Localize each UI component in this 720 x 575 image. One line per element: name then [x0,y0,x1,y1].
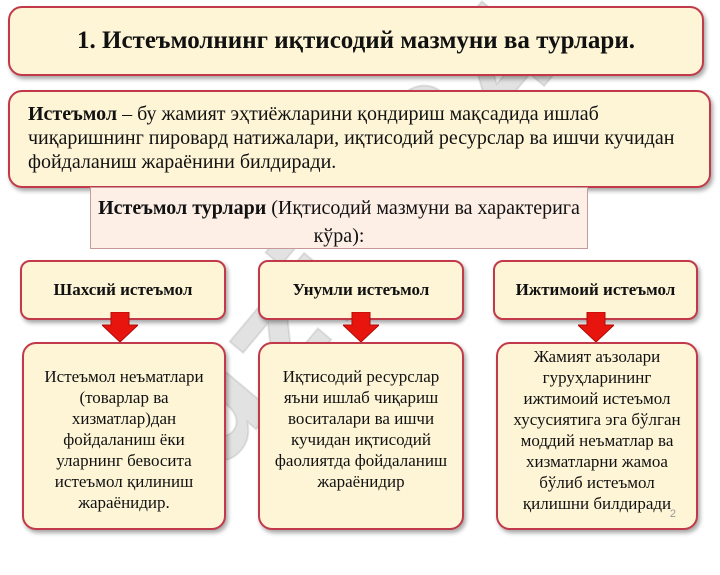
type-label-text: Унумли истеъмол [292,280,430,299]
types-heading-rest: (Иқтисодий мазмуни ва характерига кўра): [266,197,580,247]
type-description-text: Жамият аъзолари гуруҳларининг ижтимоий и… [513,347,681,513]
type-label-social: Ижтимоий истеъмол [493,260,698,320]
type-description-text: Истеъмол неъматлари (товарлар ва хизматл… [44,367,204,512]
down-arrow-icon [102,312,138,342]
slide-title: 1. Истеъмолнинг иқтисодий мазмуни ва тур… [8,6,704,76]
page-number: 2 [669,508,676,520]
type-description-personal: Истеъмол неъматлари (товарлар ва хизматл… [22,342,226,530]
type-label-productive: Унумли истеъмол [258,260,464,320]
type-description-text: Иқтисодий ресурслар яъни ишлаб чиқариш в… [274,367,448,491]
down-arrow-icon [578,312,614,342]
type-description-productive: Иқтисодий ресурслар яъни ишлаб чиқариш в… [258,342,464,530]
type-label-text: Ижтимоий истеъмол [515,280,676,299]
definition-box: Истеъмол – бу жамият эҳтиёжларини қондир… [8,90,711,188]
definition-term: Истеъмол [28,103,118,125]
type-label-personal: Шахсий истеъмол [20,260,226,320]
definition-text: – бу жамият эҳтиёжларини қондириш мақсад… [28,103,675,173]
types-heading-bold: Истеъмол турлари [98,197,267,219]
slide-title-text: 1. Истеъмолнинг иқтисодий мазмуни ва тур… [77,27,635,54]
type-label-text: Шахсий истеъмол [53,280,193,299]
type-description-social: Жамият аъзолари гуруҳларининг ижтимоий и… [496,342,698,530]
down-arrow-icon [343,312,379,342]
types-heading: Истеъмол турлари (Иқтисодий мазмуни ва х… [90,187,588,249]
